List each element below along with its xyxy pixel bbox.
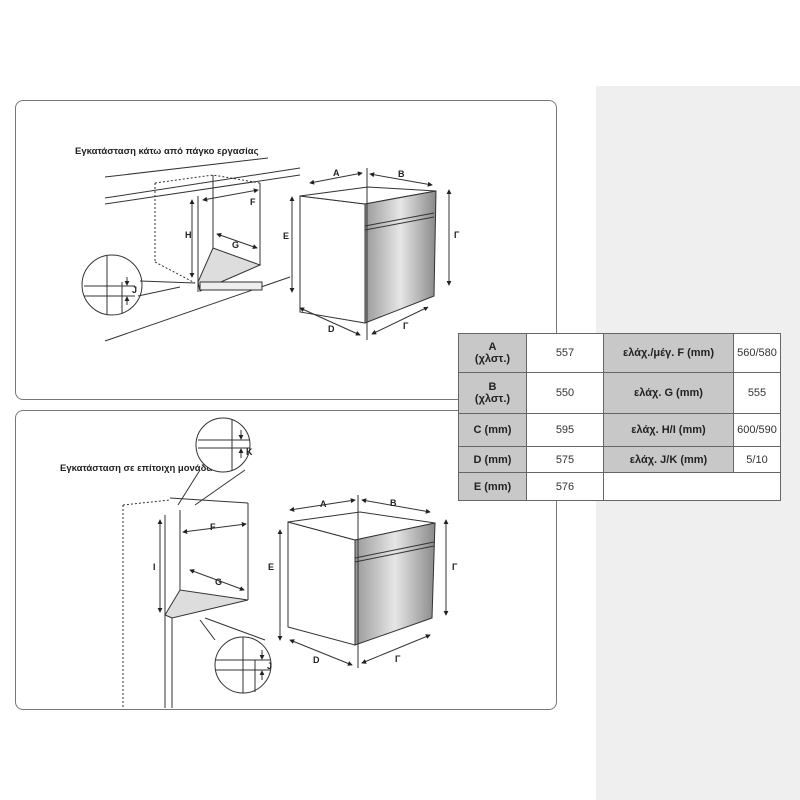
table-row: A (χλστ.) 557 ελάχ./μέγ. F (mm) 560/580 [458, 333, 781, 373]
label-gamma-side: Γ [452, 562, 458, 572]
label-E: E [283, 231, 289, 241]
label-J: J [267, 661, 272, 671]
min-label: ελάχ. G (mm) [603, 372, 734, 414]
dimension-value: 550 [526, 372, 604, 414]
min-value: 600/590 [733, 413, 781, 447]
label-F: F [210, 522, 216, 532]
label-I: I [153, 562, 156, 572]
dimension-label: D (mm) [458, 446, 527, 473]
table-row: D (mm) 575 ελάχ. J/K (mm) 5/10 [458, 446, 781, 473]
table-row: C (mm) 595 ελάχ. H/I (mm) 600/590 [458, 413, 781, 447]
under-counter-title: Εγκατάσταση κάτω από πάγκο εργασίας [75, 146, 259, 157]
min-label: ελάχ. H/I (mm) [603, 413, 734, 447]
dimension-value: 575 [526, 446, 604, 473]
min-value: 560/580 [733, 333, 781, 373]
table-row: E (mm) 576 [458, 472, 781, 501]
label-J: J [132, 285, 137, 295]
label-gamma-bottom: Γ [395, 654, 401, 664]
dimension-value: 557 [526, 333, 604, 373]
dimensions-table: A (χλστ.) 557 ελάχ./μέγ. F (mm) 560/580 … [458, 333, 781, 501]
dimension-label: E (mm) [458, 472, 527, 501]
label-G: G [232, 240, 239, 250]
min-label: ελάχ./μέγ. F (mm) [603, 333, 734, 373]
label-D: D [313, 655, 320, 665]
wall-unit-diagram: Εγκατάσταση σε επίτοιχη μονάδα F G I K J [60, 417, 458, 708]
label-gamma-side: Γ [454, 230, 460, 240]
min-value: 5/10 [733, 446, 781, 473]
label-K: K [246, 447, 253, 457]
wall-unit-title: Εγκατάσταση σε επίτοιχη μονάδα [60, 463, 212, 474]
min-label: ελάχ. J/K (mm) [603, 446, 734, 473]
label-G: G [215, 577, 222, 587]
label-B: B [390, 498, 397, 508]
under-counter-diagram: Εγκατάσταση κάτω από πάγκο εργασίας F G … [75, 146, 460, 342]
dimension-value: 576 [526, 472, 604, 501]
label-F: F [250, 197, 256, 207]
label-H: H [185, 230, 192, 240]
label-E: E [268, 562, 274, 572]
dimension-label: A (χλστ.) [458, 333, 527, 373]
label-A: A [333, 168, 340, 178]
label-D: D [328, 324, 335, 334]
label-A: A [320, 499, 327, 509]
dimension-label: B (χλστ.) [458, 372, 527, 414]
table-row: B (χλστ.) 550 ελάχ. G (mm) 555 [458, 372, 781, 414]
dimension-value: 595 [526, 413, 604, 447]
label-gamma-bottom: Γ [403, 321, 409, 331]
dimension-label: C (mm) [458, 413, 527, 447]
min-value: 555 [733, 372, 781, 414]
label-B: B [398, 169, 405, 179]
empty-cell [603, 472, 781, 501]
